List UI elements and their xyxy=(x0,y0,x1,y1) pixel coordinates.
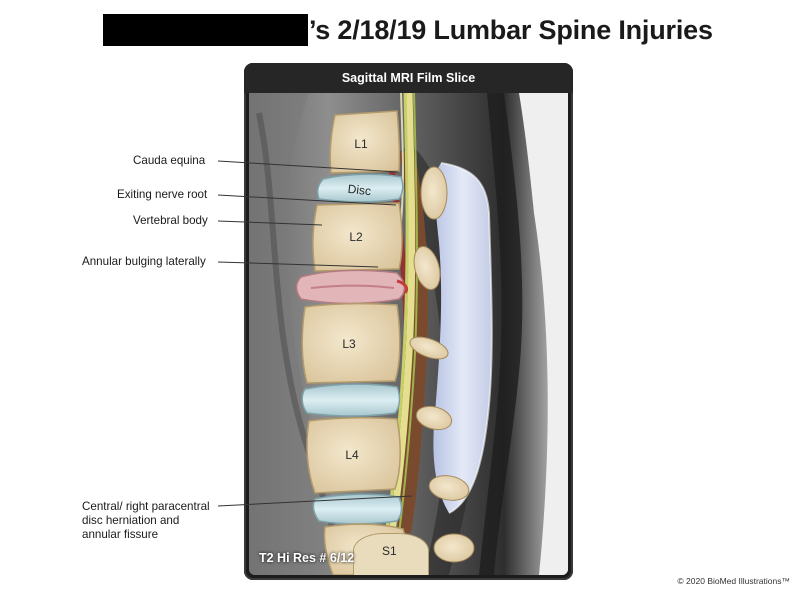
label-annular-bulging: Annular bulging laterally xyxy=(82,255,206,268)
spine-illustration: L1 Disc L2 L3 L4 L5 S1 T2 Hi Res # 6/12 xyxy=(249,93,568,575)
spine-svg: L1 Disc L2 L3 L4 L5 xyxy=(249,93,568,575)
label-vertebral-body: Vertebral body xyxy=(133,214,208,227)
vertebra-l4-shape xyxy=(306,416,401,494)
page-title: ’s 2/18/19 Lumbar Spine Injuries xyxy=(309,15,713,45)
label-herniation-line3: annular fissure xyxy=(82,528,159,541)
label-cauda-equina: Cauda equina xyxy=(133,154,206,167)
vertebra-l1-shape xyxy=(329,110,401,174)
label-herniation-line2: disc herniation and xyxy=(82,514,180,527)
panel-heading: Sagittal MRI Film Slice xyxy=(244,63,573,93)
series-label: T2 Hi Res # 6/12 xyxy=(259,551,355,565)
label-s1: S1 xyxy=(382,544,397,558)
vertebra-l2-shape xyxy=(312,202,403,272)
label-disc: Disc xyxy=(347,182,372,198)
disc-l3-l4-shape xyxy=(301,383,401,417)
label-l3: L3 xyxy=(342,337,356,351)
disc-l4-l5-shape xyxy=(312,493,403,525)
label-l4: L4 xyxy=(345,448,359,462)
label-exiting-nerve-root: Exiting nerve root xyxy=(117,188,208,201)
copyright-notice: © 2020 BioMed Illustrations™ xyxy=(677,576,790,586)
label-l1: L1 xyxy=(354,137,368,151)
disc-l2-l3-shape xyxy=(295,269,406,305)
vertebra-s1-shape: S1 xyxy=(353,533,429,575)
vertebra-l3-shape xyxy=(301,302,401,384)
label-l2: L2 xyxy=(349,230,363,244)
title-bar: ’s 2/18/19 Lumbar Spine Injuries xyxy=(0,13,800,53)
redaction-bar xyxy=(103,14,308,46)
mri-panel: Sagittal MRI Film Slice xyxy=(244,63,573,580)
label-herniation-line1: Central/ right paracentral xyxy=(82,500,210,513)
